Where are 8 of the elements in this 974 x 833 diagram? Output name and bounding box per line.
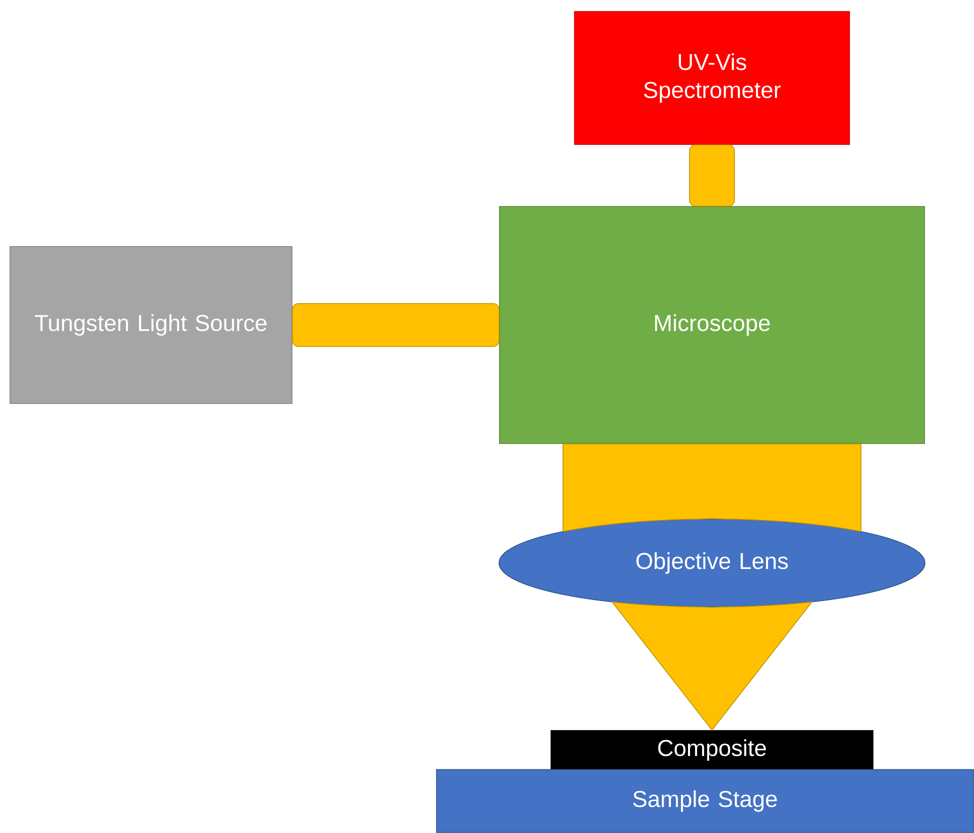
stage-box: Sample Stage [436, 769, 974, 833]
connector-bar [292, 303, 500, 347]
light-beam [562, 444, 862, 532]
instrument-box: Tungsten Light Source [10, 246, 292, 404]
instrument-box: Microscope [499, 206, 925, 444]
sample-box: Composite [550, 730, 874, 770]
instrument-box: UV-Vis Spectrometer [574, 11, 850, 145]
connector-bar [689, 144, 735, 206]
